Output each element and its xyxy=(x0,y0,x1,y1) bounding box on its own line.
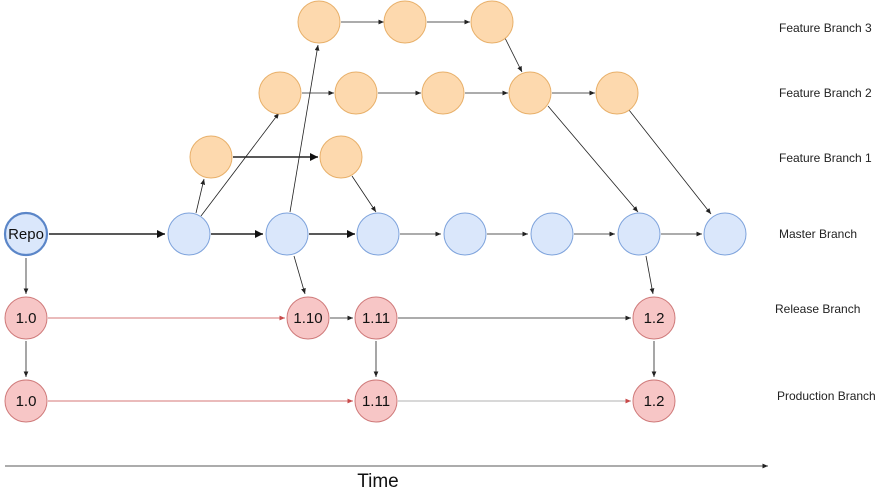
edges xyxy=(5,19,768,469)
label-release-branch: Release Branch xyxy=(775,302,860,316)
label-feature-branch-3: Feature Branch 3 xyxy=(779,21,872,35)
release-node-2-circle xyxy=(286,296,330,340)
production-node-3-label: 1.2 xyxy=(644,393,665,410)
release-node-1-circle xyxy=(4,296,48,340)
label-feature-branch-1: Feature Branch 1 xyxy=(779,151,872,165)
feature3-commit-3[interactable] xyxy=(470,0,514,44)
edge-f1b-m3 xyxy=(351,175,377,213)
production-node-1-circle xyxy=(4,379,48,423)
edge-m1-f1a xyxy=(195,178,206,214)
production-node-3[interactable]: 1.2 xyxy=(632,379,676,423)
master-commit-5[interactable] xyxy=(530,212,574,256)
edge-m1-f2a xyxy=(200,112,280,217)
feature2-commit-4[interactable] xyxy=(508,71,552,115)
label-master-branch: Master Branch xyxy=(779,227,857,241)
feature1-commit-1[interactable] xyxy=(189,135,233,179)
production-node-1-label: 1.0 xyxy=(16,393,37,410)
master-commit-1[interactable] xyxy=(167,212,211,256)
master-commit-3[interactable] xyxy=(356,212,400,256)
feature2-commit-2[interactable] xyxy=(334,71,378,115)
edge-m2-f3a xyxy=(289,44,320,213)
master-commit-6[interactable] xyxy=(617,212,661,256)
feature-branch-1-nodes xyxy=(189,135,363,179)
branch-labels: Feature Branch 3 Feature Branch 2 Featur… xyxy=(775,21,876,403)
release-node-3-label: 1.11 xyxy=(362,310,390,327)
feature3-commit-1[interactable] xyxy=(297,0,341,44)
production-node-2[interactable]: 1.11 xyxy=(354,379,398,423)
feature3-commit-2[interactable] xyxy=(383,0,427,44)
release-node-1-label: 1.0 xyxy=(16,310,37,327)
feature2-commit-5[interactable] xyxy=(595,71,639,115)
production-node-1[interactable]: 1.0 xyxy=(4,379,48,423)
release-node-4[interactable]: 1.2 xyxy=(632,296,676,340)
edge-m2-r2 xyxy=(293,255,306,295)
production-branch-nodes: 1.0 1.11 1.2 xyxy=(4,379,676,423)
repo-circle xyxy=(3,211,49,257)
feature-branch-3-nodes xyxy=(297,0,514,44)
release-branch-nodes: 1.0 1.10 1.11 1.2 xyxy=(4,296,676,340)
feature-branch-2-nodes xyxy=(258,71,639,115)
time-axis-label: Time xyxy=(357,471,399,491)
release-node-1[interactable]: 1.0 xyxy=(4,296,48,340)
release-node-4-label: 1.2 xyxy=(644,310,665,327)
edge-m6-r4 xyxy=(645,255,655,295)
release-node-2-label: 1.10 xyxy=(293,310,322,327)
edge-f3c-f2d xyxy=(504,37,523,73)
release-node-2[interactable]: 1.10 xyxy=(286,296,330,340)
master-commit-4[interactable] xyxy=(443,212,487,256)
label-production-branch: Production Branch xyxy=(777,389,876,403)
release-node-3-circle xyxy=(354,296,398,340)
repo-node[interactable]: Repo xyxy=(3,211,49,257)
production-node-2-circle xyxy=(354,379,398,423)
edge-f2e-m8 xyxy=(628,109,712,215)
feature2-commit-1[interactable] xyxy=(258,71,302,115)
master-commit-7[interactable] xyxy=(703,212,747,256)
repo-label: Repo xyxy=(8,226,44,243)
production-node-2-label: 1.11 xyxy=(362,393,390,410)
release-node-4-circle xyxy=(632,296,676,340)
label-feature-branch-2: Feature Branch 2 xyxy=(779,86,872,100)
master-branch-nodes xyxy=(167,212,747,256)
production-node-3-circle xyxy=(632,379,676,423)
edge-f2d-m7 xyxy=(547,105,639,213)
master-commit-2[interactable] xyxy=(265,212,309,256)
feature1-commit-2[interactable] xyxy=(319,135,363,179)
release-node-3[interactable]: 1.11 xyxy=(354,296,398,340)
feature2-commit-3[interactable] xyxy=(421,71,465,115)
